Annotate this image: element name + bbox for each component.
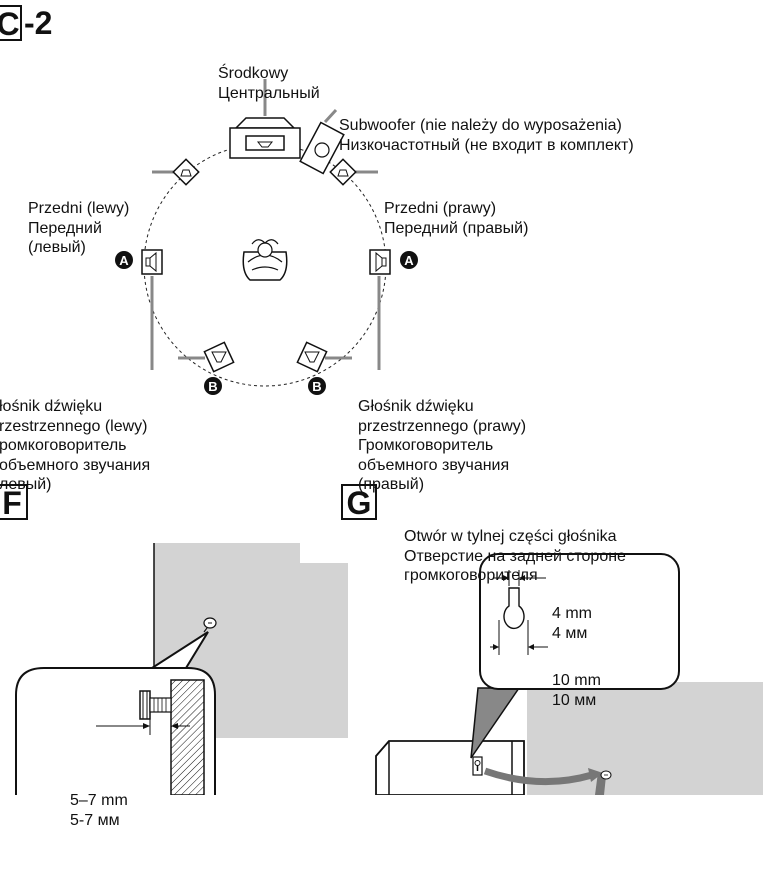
surround-right-speaker xyxy=(296,341,352,373)
label-subwoofer: Subwoofer (nie należy do wyposażenia)Низ… xyxy=(339,117,634,154)
label-front-right: Przedni (prawy)Передний (правый) xyxy=(384,200,529,237)
subwoofer xyxy=(299,108,345,175)
wall-mount-g xyxy=(375,553,763,795)
svg-text:A: A xyxy=(404,253,414,268)
diagram-drawing: A A B B xyxy=(15,79,763,795)
section-g-box: G xyxy=(341,484,377,520)
front-right-speaker xyxy=(329,158,378,186)
side-left-speaker xyxy=(141,249,163,370)
section-f-box: F xyxy=(0,484,28,520)
svg-text:A: A xyxy=(119,253,129,268)
marker-a-left: A xyxy=(115,251,133,269)
side-right-speaker xyxy=(369,249,391,370)
marker-b-right: B xyxy=(308,377,326,395)
section-c-box: C xyxy=(0,5,22,41)
listener-chair xyxy=(242,239,288,281)
surround-left-speaker xyxy=(178,341,235,373)
svg-text:B: B xyxy=(208,379,217,394)
marker-a-right: A xyxy=(400,251,418,269)
section-c-suffix: -2 xyxy=(24,5,53,41)
wall-mount-f xyxy=(15,543,348,795)
label-front-left: Przedni (lewy)Передний(левый) xyxy=(28,200,130,256)
screw xyxy=(203,617,217,633)
svg-text:B: B xyxy=(312,379,321,394)
marker-b-left: B xyxy=(204,377,222,395)
center-speaker xyxy=(229,79,301,159)
front-left-speaker xyxy=(152,158,200,186)
